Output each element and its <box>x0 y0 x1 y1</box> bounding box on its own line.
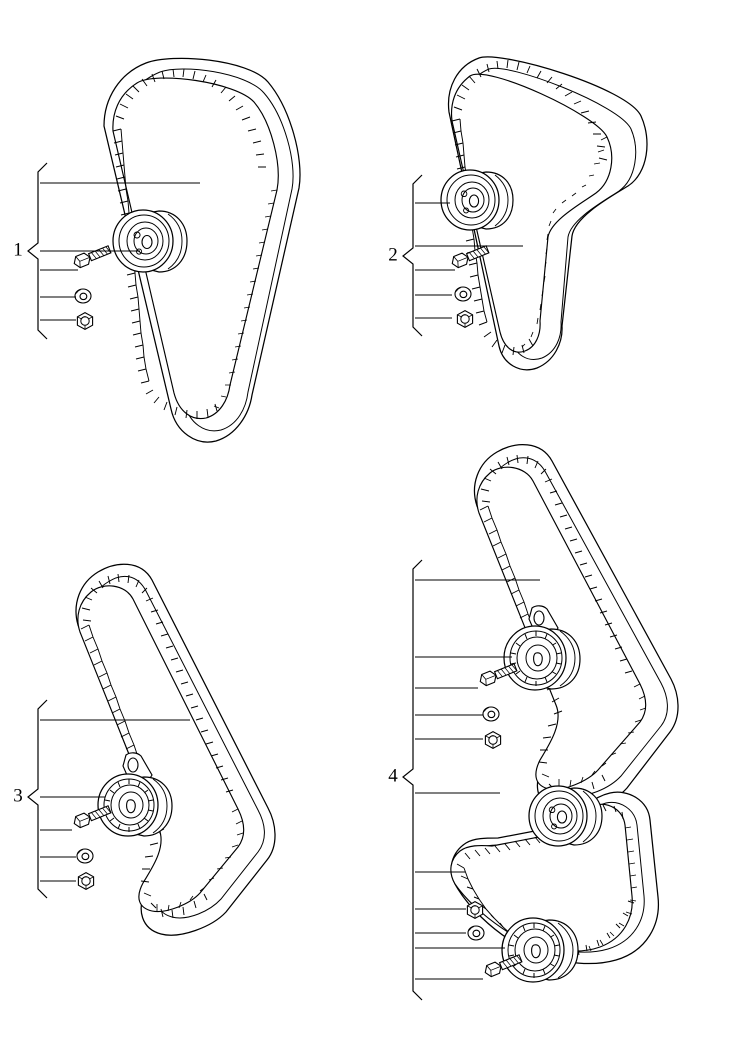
tensioner-roller-4-upper <box>503 605 581 691</box>
hex-nut-1 <box>76 312 94 330</box>
toothed-belt-1 <box>103 57 301 443</box>
leader-lines-4 <box>415 579 540 980</box>
hex-nut-4-lower <box>466 901 484 919</box>
washer-1 <box>74 288 92 304</box>
idler-roller-1 <box>112 209 188 273</box>
group-4: 4 <box>388 444 679 1001</box>
callout-bracket-4 <box>402 559 423 1001</box>
group-number-3: 3 <box>13 785 23 806</box>
group-1: 1 <box>13 57 301 443</box>
hex-bolt-1 <box>71 243 113 270</box>
hex-nut-3 <box>77 872 95 890</box>
idler-roller-4-lower <box>528 785 603 847</box>
washer-4-lower <box>467 925 485 941</box>
tensioner-roller-3 <box>97 752 173 837</box>
tensioner-roller-4-lower <box>501 917 579 983</box>
group-3: 3 <box>13 563 276 936</box>
leader-lines-3 <box>40 719 190 882</box>
washer-2 <box>454 286 472 302</box>
idler-roller-2 <box>440 169 514 231</box>
callout-bracket-1 <box>27 162 48 340</box>
hex-nut-2 <box>456 310 474 328</box>
leader-lines-1 <box>40 182 200 321</box>
group-2: 2 <box>388 56 648 371</box>
group-number-1: 1 <box>13 239 23 260</box>
toothed-belt-2 <box>447 56 648 371</box>
group-number-4: 4 <box>388 765 398 786</box>
callout-bracket-2 <box>402 174 423 337</box>
toothed-belt-3 <box>75 563 276 936</box>
washer-3 <box>76 848 94 864</box>
group-number-2: 2 <box>388 244 398 265</box>
callout-bracket-3 <box>27 699 48 899</box>
toothed-belt-4-upper <box>473 444 679 814</box>
leader-lines-2 <box>415 202 523 319</box>
washer-4-upper <box>482 706 500 722</box>
hex-nut-4-upper <box>484 731 502 749</box>
